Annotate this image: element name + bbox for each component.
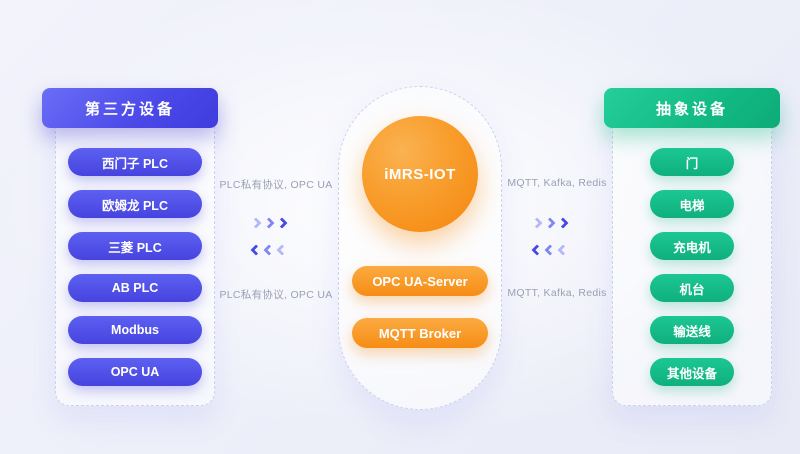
chevron-left-icon	[557, 244, 569, 256]
abstract-device-charger: 充电机	[650, 232, 734, 260]
right-connection-top-label: MQTT, Kafka, Redis	[507, 177, 607, 189]
right-arrow-left-group	[531, 244, 569, 256]
device-omron-plc: 欧姆龙 PLC	[68, 190, 202, 218]
chevron-right-icon	[276, 217, 288, 229]
chevron-right-icon	[250, 217, 262, 229]
device-ab-plc: AB PLC	[68, 274, 202, 302]
device-mitsubishi-plc: 三菱 PLC	[68, 232, 202, 260]
service-mqtt-broker: MQTT Broker	[352, 318, 488, 348]
left-arrow-left-group	[250, 244, 288, 256]
chevron-right-icon	[531, 217, 543, 229]
third-party-devices-header: 第三方设备	[42, 88, 218, 128]
abstract-device-machine: 机台	[650, 274, 734, 302]
device-opc-ua: OPC UA	[68, 358, 202, 386]
device-siemens-plc: 西门子 PLC	[68, 148, 202, 176]
chevron-left-icon	[263, 244, 275, 256]
chevron-right-icon	[557, 217, 569, 229]
left-connection-bottom-label: PLC私有协议, OPC UA	[219, 289, 333, 301]
right-arrow-right-group	[531, 217, 569, 229]
abstract-device-door: 门	[650, 148, 734, 176]
device-modbus: Modbus	[68, 316, 202, 344]
chevron-right-icon	[544, 217, 556, 229]
abstract-device-other: 其他设备	[650, 358, 734, 386]
chevron-left-icon	[250, 244, 262, 256]
chevron-right-icon	[263, 217, 275, 229]
abstract-devices-header: 抽象设备	[604, 88, 780, 128]
abstract-device-elevator: 电梯	[650, 190, 734, 218]
imrs-iot-core: iMRS-IOT	[362, 116, 478, 232]
chevron-left-icon	[276, 244, 288, 256]
left-arrow-right-group	[250, 217, 288, 229]
left-connection-top-label: PLC私有协议, OPC UA	[219, 179, 333, 191]
chevron-left-icon	[544, 244, 556, 256]
abstract-device-conveyor: 输送线	[650, 316, 734, 344]
service-opc-ua-server: OPC UA-Server	[352, 266, 488, 296]
right-connection-bottom-label: MQTT, Kafka, Redis	[507, 287, 607, 299]
chevron-left-icon	[531, 244, 543, 256]
